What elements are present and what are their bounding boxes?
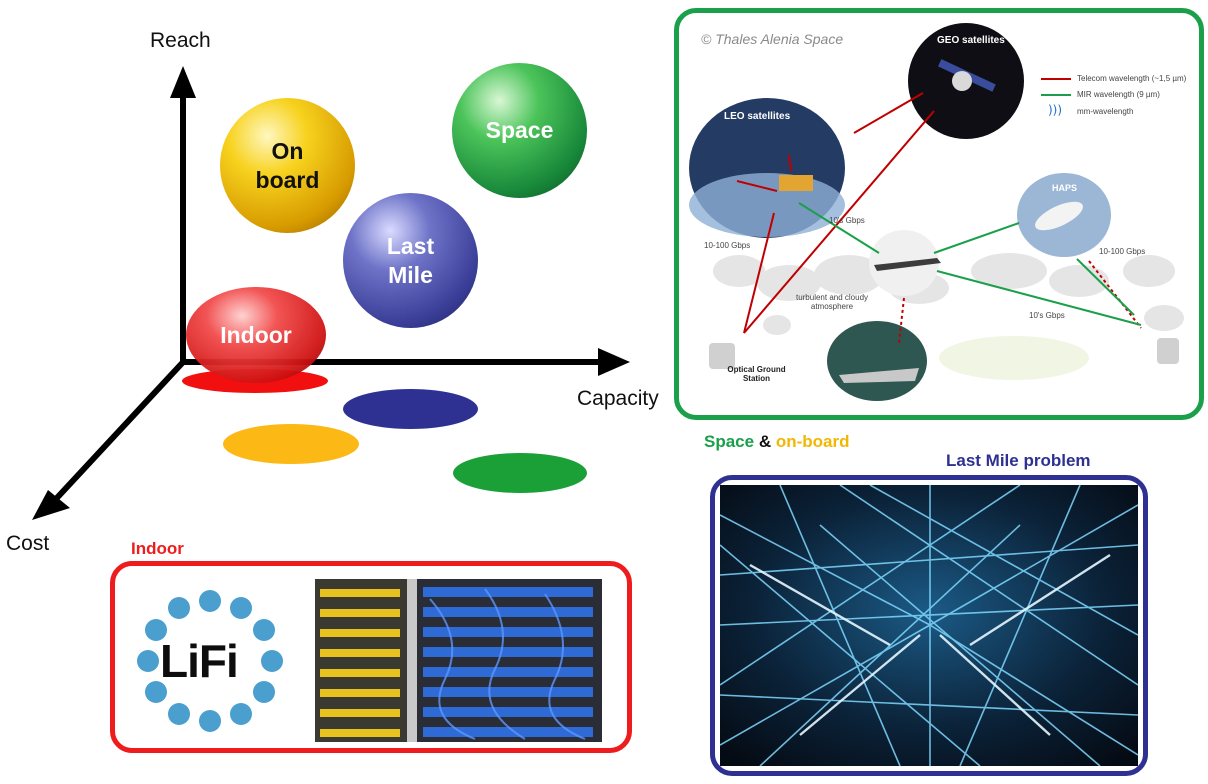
space-sphere-label: Space	[485, 117, 554, 144]
indoor-sphere: Indoor	[186, 287, 326, 383]
capacity-axis-label: Capacity	[577, 387, 659, 410]
geo-body	[952, 71, 972, 91]
leo-sat	[779, 175, 813, 191]
legend-mir: MIR wavelength (9 µm)	[1077, 90, 1160, 99]
last-mile-sphere: Last Mile	[343, 193, 478, 328]
cost-axis	[52, 357, 188, 503]
plane-icon	[874, 258, 941, 271]
last-mile-panel	[710, 475, 1148, 776]
cost-axis-label: Cost	[6, 532, 50, 555]
ground-station-left	[709, 343, 735, 369]
rate-10s-top: 10's Gbps	[829, 216, 865, 225]
ground-station-label: Optical Ground Station	[727, 365, 786, 383]
onboard-sphere-label: On board	[255, 137, 320, 193]
onboard-shadow	[223, 424, 359, 464]
space-onboard-panel: © Thales Alenia Space	[674, 8, 1204, 420]
reach-arrowhead	[170, 66, 196, 98]
clouds	[713, 253, 1184, 335]
rate-right: 10-100 Gbps	[1099, 247, 1146, 256]
haps-label: HAPS	[1052, 183, 1078, 193]
onboard-sphere: On board	[220, 98, 355, 233]
leo-earth	[689, 173, 845, 237]
indoor-sphere-label: Indoor	[220, 321, 292, 348]
rate-10s-bottom: 10's Gbps	[1029, 311, 1065, 320]
legend-telecom: Telecom wavelength (~1,5 µm)	[1077, 74, 1187, 83]
caption-onboard: on-board	[775, 432, 850, 451]
last-mile-caption: Last Mile problem	[946, 451, 1091, 470]
ship-icon	[839, 368, 919, 383]
network-lights-image	[720, 485, 1138, 766]
reach-axis-label: Reach	[150, 29, 211, 52]
lifi-dots	[137, 590, 283, 732]
haps-airship	[1035, 201, 1083, 231]
thales-credit: © Thales Alenia Space	[701, 31, 844, 47]
rate-left: 10-100 Gbps	[704, 241, 751, 250]
space-network-diagram: )))	[689, 23, 1184, 401]
lifi-logo	[137, 590, 283, 732]
ship-disk	[827, 321, 927, 401]
legend-mm-icon: )))	[1048, 103, 1062, 117]
caption-amp: &	[758, 432, 772, 451]
server-rack-image	[315, 579, 602, 742]
space-sphere: Space	[452, 63, 587, 198]
geo-label: GEO satellites	[937, 35, 1005, 46]
lifi-logo-text: LiFi	[160, 635, 239, 687]
cost-arrowhead	[32, 490, 70, 520]
leo-label: LEO satellites	[724, 111, 791, 122]
legend-mm: mm-wavelength	[1077, 107, 1134, 116]
ground-area	[939, 336, 1089, 380]
ground-station-right	[1157, 338, 1179, 364]
atmosphere-label: turbulent and cloudy atmosphere	[795, 293, 869, 311]
caption-space: Space	[704, 432, 755, 451]
indoor-panel: LiFi	[110, 561, 632, 753]
last-mile-shadow	[343, 389, 478, 429]
last-mile-sphere-label: Last Mile	[386, 232, 435, 288]
capacity-arrowhead	[598, 348, 630, 376]
space-onboard-caption: Space & on-board	[704, 432, 850, 452]
space-shadow	[453, 453, 587, 493]
indoor-caption: Indoor	[131, 539, 184, 558]
